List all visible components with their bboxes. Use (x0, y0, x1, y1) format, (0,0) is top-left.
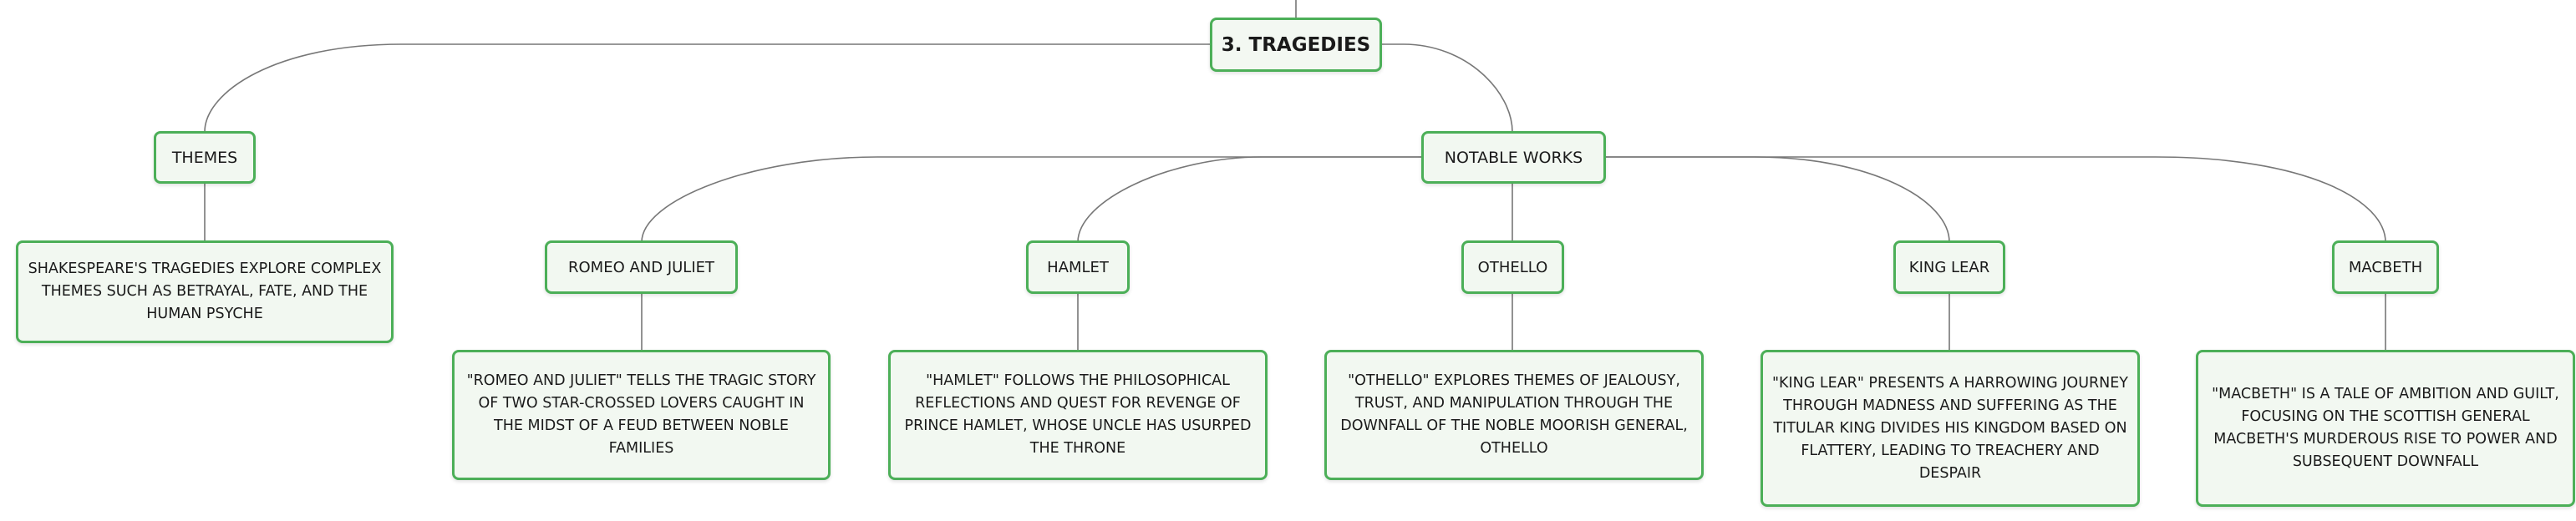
macbeth-description-node[interactable]: "Macbeth" is a tale of ambition and guil… (2196, 350, 2575, 507)
king-lear-description-node[interactable]: "King Lear" presents a harrowing journey… (1761, 350, 2140, 507)
macbeth-node[interactable]: Macbeth (2332, 240, 2439, 294)
king-lear-node[interactable]: King Lear (1893, 240, 2005, 294)
romeo-and-juliet-node[interactable]: Romeo and Juliet (545, 240, 738, 294)
othello-description-node[interactable]: "Othello" explores themes of jealousy, t… (1324, 350, 1704, 480)
connector-notable-to-king-lear (1604, 156, 1950, 243)
notable-works-node[interactable]: Notable Works (1421, 131, 1606, 184)
themes-description-node[interactable]: Shakespeare's tragedies explore complex … (16, 240, 394, 343)
othello-node[interactable]: Othello (1461, 240, 1564, 294)
connector-notable-to-romeo (641, 156, 1423, 243)
romeo-and-juliet-description-node[interactable]: "Romeo and Juliet" tells the tragic stor… (452, 350, 831, 480)
root-node[interactable]: 3. Tragedies (1210, 18, 1382, 72)
connector-root-to-notable-works (1382, 43, 1513, 133)
hamlet-description-node[interactable]: "Hamlet" follows the philosophical refle… (888, 350, 1268, 480)
connector-notable-to-macbeth (1604, 156, 2386, 243)
connector-root-to-themes (204, 43, 1210, 133)
connector-notable-to-hamlet (1077, 156, 1423, 243)
hamlet-node[interactable]: Hamlet (1026, 240, 1130, 294)
themes-node[interactable]: Themes (154, 131, 256, 184)
